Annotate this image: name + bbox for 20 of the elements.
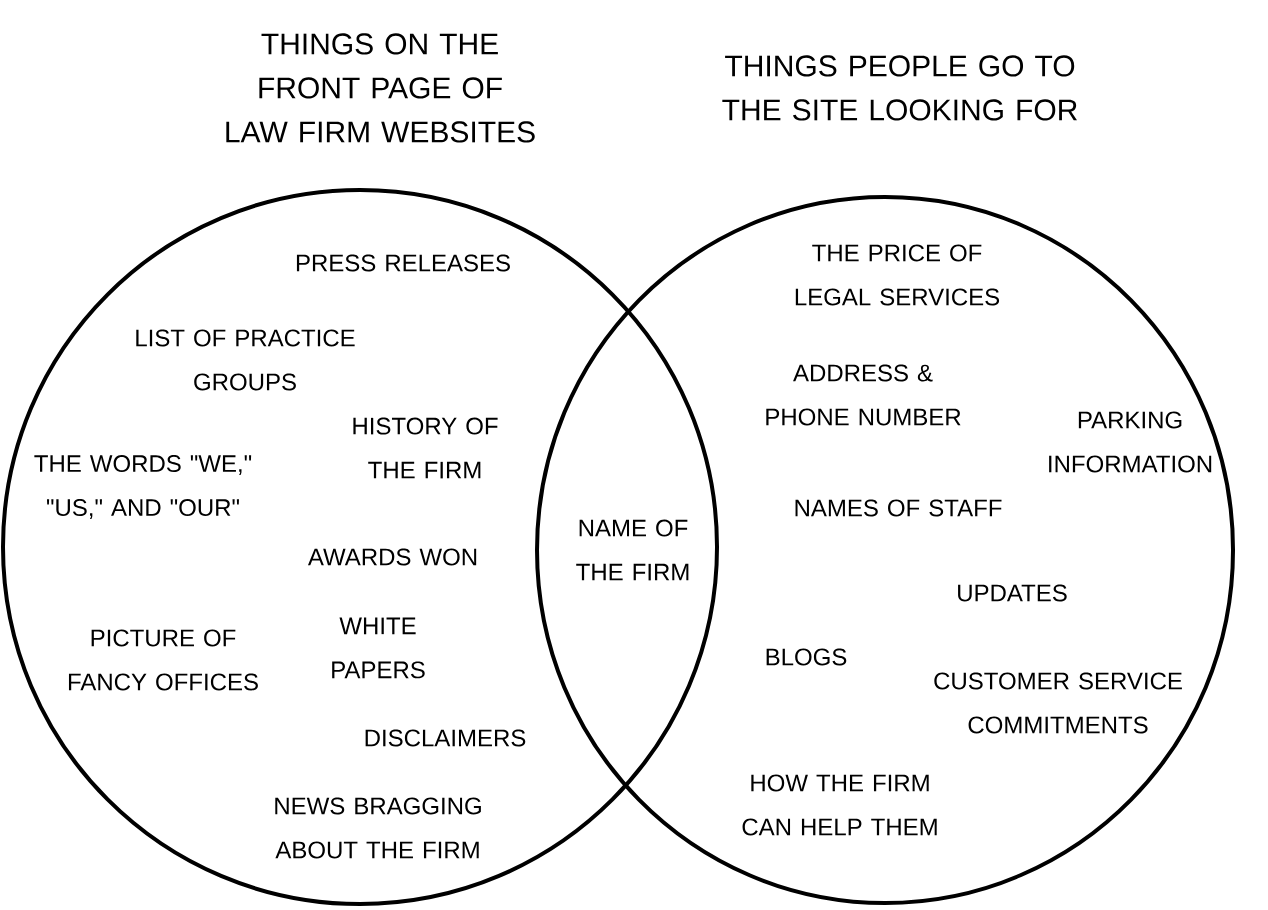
item-label: AWARDS WON [307, 548, 477, 566]
item-label: CUSTOMER SERVICE COMMITMENTS [934, 672, 1182, 734]
item-label: HISTORY OF THE FIRM [353, 417, 498, 479]
item-label: UPDATES [958, 584, 1067, 602]
item-label: PARKING INFORMATION [1049, 411, 1212, 473]
item-label: WHITE PAPERS [332, 617, 425, 679]
item-label: PICTURE OF FANCY OFFICES [68, 629, 258, 691]
item-label: PRESS RELEASES [296, 254, 510, 272]
item-label: NAME OF THE FIRM [576, 519, 689, 581]
item-label: LIST OF PRACTICE GROUPS [136, 329, 355, 391]
item-label: DISCLAIMERS [365, 729, 526, 747]
circle-heading: THINGS ON THE FRONT PAGE OF LAW FIRM WEBSITES [226, 33, 535, 143]
item-label: THE WORDS "WE," "US," AND "OUR" [34, 455, 252, 519]
circle-heading: THINGS PEOPLE GO TO THE SITE LOOKING FOR [722, 55, 1077, 121]
item-label: NAMES OF STAFF [795, 499, 1002, 517]
item-label: HOW THE FIRM CAN HELP THEM [742, 774, 937, 836]
item-label: THE PRICE OF LEGAL SERVICES [795, 244, 1000, 306]
item-label: BLOGS [766, 648, 847, 666]
item-label: ADDRESS & PHONE NUMBER [766, 364, 961, 426]
item-label: NEWS BRAGGING ABOUT THE FIRM [275, 797, 481, 859]
